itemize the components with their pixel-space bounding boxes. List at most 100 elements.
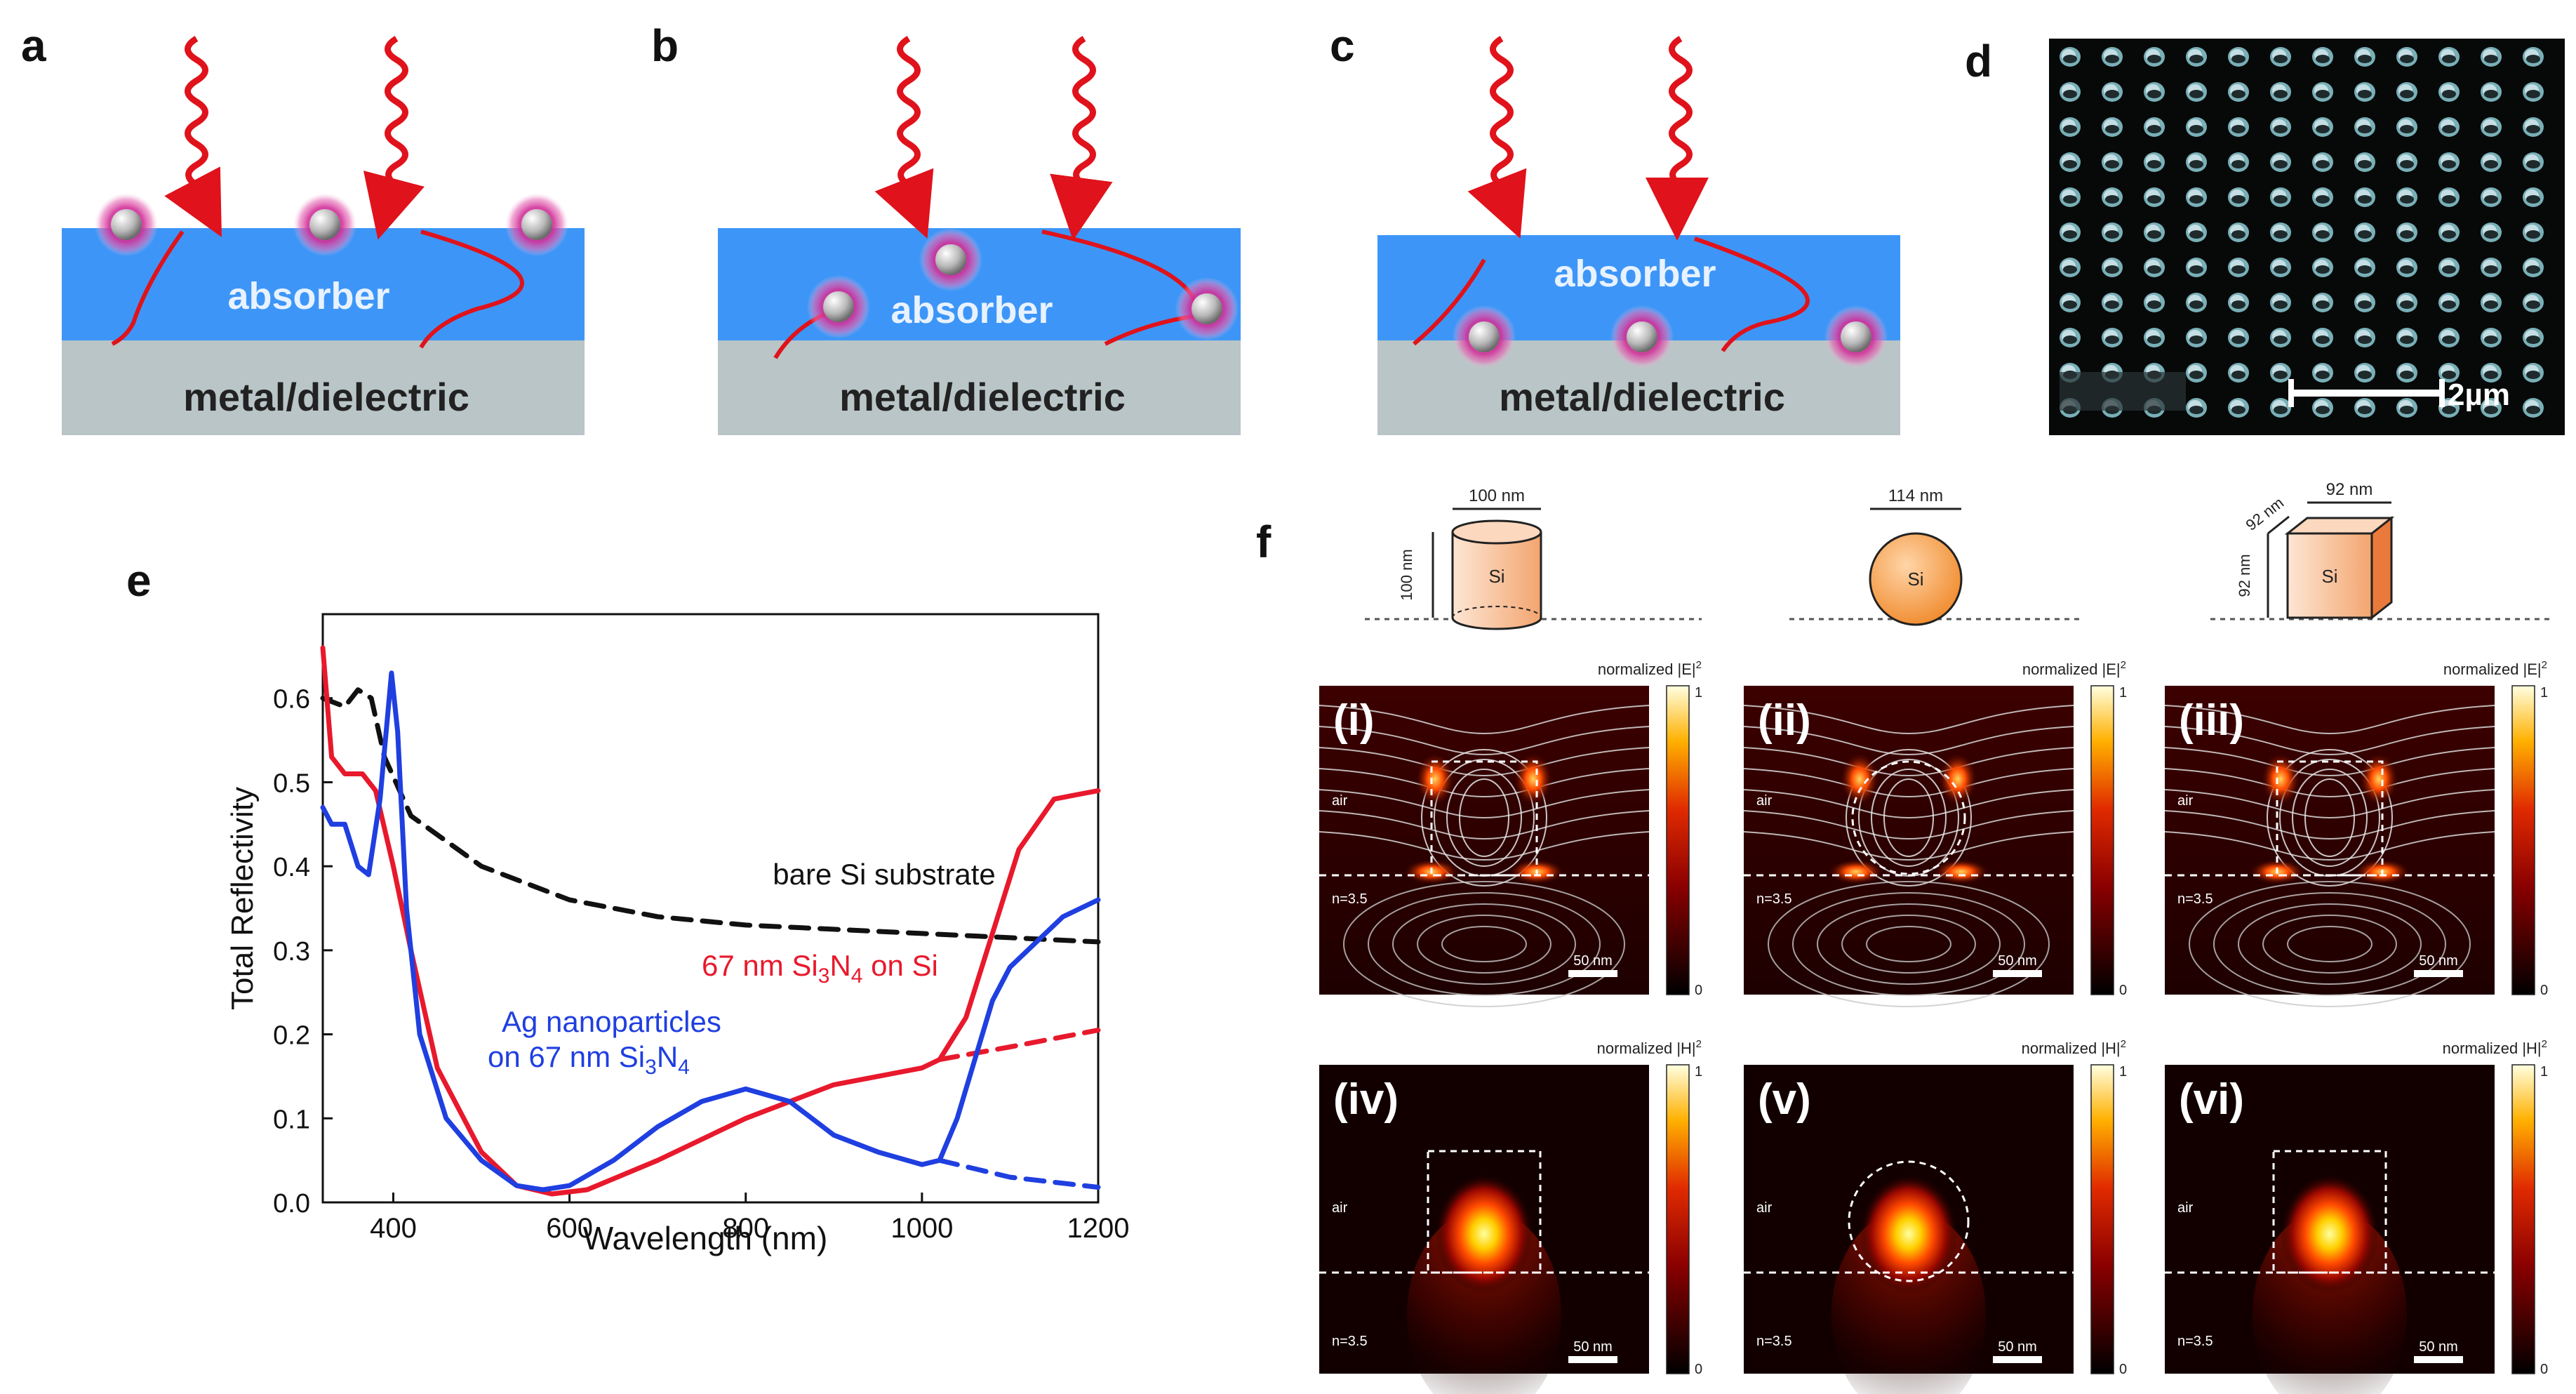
sem-image: 2µm: [2049, 39, 2565, 435]
colorbar-min: 0: [2540, 983, 2548, 998]
x-tick-label: 600: [546, 1213, 593, 1244]
scattered-light-path: [1694, 237, 1810, 352]
substrate-index-label: n=3.5: [2177, 891, 2213, 907]
legend-si3n4: 67 nm Si3N4 on Si: [702, 949, 938, 988]
nanoparticle-icon: [807, 275, 870, 338]
width-label: 100 nm: [1469, 486, 1525, 505]
air-label: air: [1332, 793, 1348, 809]
schematic-b: absorber metal/dielectric: [718, 36, 1241, 435]
substrate-index-label: n=3.5: [1756, 891, 1792, 907]
series-line-3: [320, 670, 1101, 1193]
scale-bar-label: 50 nm: [1998, 1339, 2037, 1355]
map-index-label: (vi): [2179, 1075, 2244, 1124]
panel-label-e: e: [126, 555, 152, 606]
light-wave-icon: [1467, 36, 1527, 239]
light-wave-icon: [874, 36, 934, 239]
map-index-label: (ii): [1758, 696, 1811, 745]
y-tick-label: 0.1: [273, 1105, 310, 1134]
y-axis-label: Total Reflectivity: [225, 787, 260, 1010]
absorber-label: absorber: [227, 275, 389, 317]
colorbar-max: 1: [2540, 685, 2548, 701]
colorbar: [1666, 1064, 1690, 1374]
substrate-index-label: n=3.5: [1756, 1334, 1792, 1349]
air-label: air: [2177, 1200, 2194, 1216]
light-wave-icon: [363, 36, 425, 240]
colorbar-max: 1: [2119, 1064, 2127, 1080]
substrate-index-label: n=3.5: [1332, 891, 1368, 907]
series-line-0: [320, 687, 1101, 945]
nanoparticle-icon: [1175, 277, 1239, 340]
legend-ag-np-line2: on 67 nm Si3N4: [488, 1040, 690, 1079]
width-label: 114 nm: [1888, 486, 1943, 505]
scattered-light-path: [419, 230, 524, 349]
scale-bar-label: 50 nm: [1573, 953, 1613, 969]
air-label: air: [1756, 793, 1773, 809]
nanoparticle-icon: [1453, 305, 1516, 369]
substrate-index-label: n=3.5: [2177, 1334, 2213, 1349]
material-label: Si: [2321, 566, 2337, 587]
colorbar: [2090, 685, 2114, 995]
height-label: 92 nm: [2236, 554, 2253, 597]
substrate-label: metal/dielectric: [183, 375, 469, 419]
colorbar-min: 0: [1695, 983, 1702, 998]
material-label: Si: [1488, 566, 1504, 587]
air-label: air: [1756, 1200, 1773, 1216]
height-label: 100 nm: [1398, 549, 1415, 600]
colorbar-title: normalized |E|2: [1598, 659, 1702, 678]
y-tick-label: 0.0: [273, 1189, 310, 1219]
substrate-label: metal/dielectric: [839, 375, 1126, 419]
x-tick-label: 800: [722, 1213, 769, 1244]
colorbar-max: 1: [2119, 685, 2127, 701]
y-tick-label: 0.3: [273, 937, 310, 967]
y-tick-label: 0.6: [273, 685, 310, 715]
x-tick-label: 400: [370, 1213, 417, 1244]
x-tick-label: 1200: [1067, 1213, 1130, 1244]
x-axis-label: Wavelength (nm): [583, 1220, 828, 1256]
depth-label: 92 nm: [2243, 493, 2288, 533]
x-tick-label: 1000: [890, 1213, 953, 1244]
nanoparticle-icon: [919, 228, 982, 291]
sphere-shape-diagram: Si 114 nm: [1789, 486, 2084, 626]
map-index-label: (v): [1758, 1075, 1811, 1124]
panel-label-f: f: [1256, 517, 1272, 567]
scale-bar-label: 50 nm: [2419, 1339, 2458, 1355]
absorber-label: absorber: [890, 289, 1053, 331]
air-label: air: [2177, 793, 2194, 809]
colorbar-min: 0: [2540, 1362, 2548, 1377]
width-label: 92 nm: [2326, 480, 2373, 499]
cylinder-shape-diagram: Si 100 nm 100 nm: [1365, 486, 1702, 630]
scale-bar-label: 50 nm: [1573, 1339, 1613, 1355]
nanoparticle-icon: [505, 193, 568, 256]
colorbar-max: 1: [1695, 685, 1702, 701]
colorbar-min: 0: [1695, 1362, 1702, 1377]
air-label: air: [1332, 1200, 1348, 1216]
scattered-light-path: [1413, 258, 1486, 346]
panel-label-a: a: [21, 20, 46, 71]
colorbar-min: 0: [2119, 1362, 2127, 1377]
legend-ag-np-line1: Ag nanoparticles: [502, 1005, 721, 1038]
y-tick-label: 0.5: [273, 769, 310, 798]
absorber-label: absorber: [1554, 253, 1716, 295]
colorbar: [2090, 1064, 2114, 1374]
series-line-2: [937, 1028, 1101, 1062]
nanoparticle-icon: [1610, 305, 1674, 369]
nanoparticle-icon: [1824, 305, 1888, 369]
series-line-4: [937, 1157, 1101, 1190]
panel-label-b: b: [651, 20, 679, 71]
schematic-a: absorber metal/dielectric: [62, 36, 585, 435]
cube-shape-diagram: Si 92 nm 92 nm 92 nm: [2210, 480, 2554, 620]
series-line-1: [320, 645, 1101, 1197]
colorbar-title: normalized |E|2: [2443, 659, 2547, 678]
light-wave-icon: [1050, 36, 1113, 241]
scale-bar: 2µm: [2288, 378, 2510, 412]
map-index-label: (iv): [1333, 1075, 1399, 1124]
material-label: Si: [1907, 569, 1923, 590]
scale-bar-label: 2µm: [2448, 378, 2510, 412]
y-tick-label: 0.4: [273, 853, 310, 882]
